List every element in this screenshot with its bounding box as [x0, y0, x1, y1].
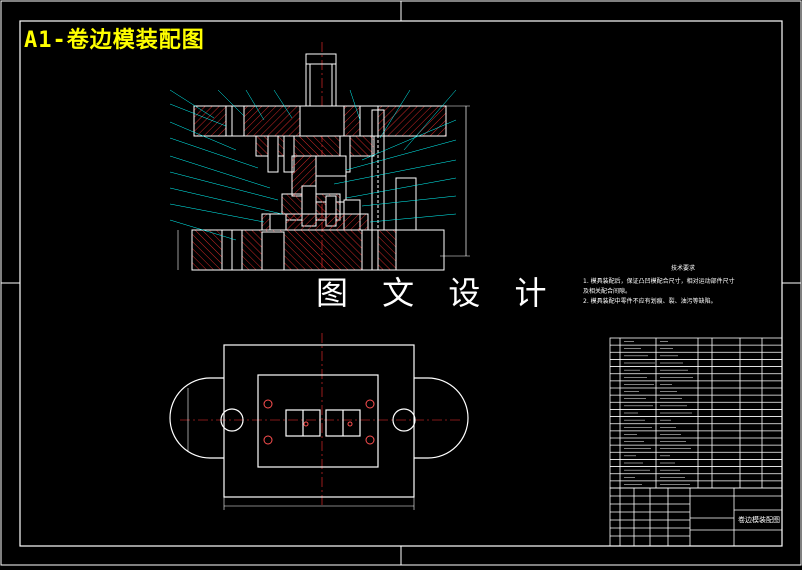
parts-list-fills [624, 341, 693, 485]
parts-list-rows [610, 344, 782, 482]
technical-requirement-item: 及相关配合间隙。 [583, 288, 632, 295]
watermark-text: 图 文 设 计 [316, 274, 559, 312]
technical-requirements: 技术要求 1. 模具装配后，保证凸凹模配合尺寸，相对运动部件尺寸 及相关配合间隙… [583, 264, 783, 307]
title-block-drawing-name: 卷边模装配图 [738, 515, 780, 524]
front-section-view [177, 53, 470, 271]
technical-requirement-item: 2. 模具装配中零件不应有划痕、裂、油污等缺陷。 [583, 298, 717, 305]
plan-view [169, 344, 469, 510]
drawing-title: A1-卷边模装配图 [24, 28, 205, 53]
technical-requirement-item: 1. 模具装配后，保证凸凹模配合尺寸，相对运动部件尺寸 [583, 278, 735, 285]
technical-requirements-heading: 技术要求 [670, 265, 695, 272]
leader-lines [169, 89, 457, 241]
title-block: 卷边模装配图 [609, 487, 783, 547]
parts-list-table [609, 337, 783, 489]
plan-view-screws [263, 399, 375, 445]
